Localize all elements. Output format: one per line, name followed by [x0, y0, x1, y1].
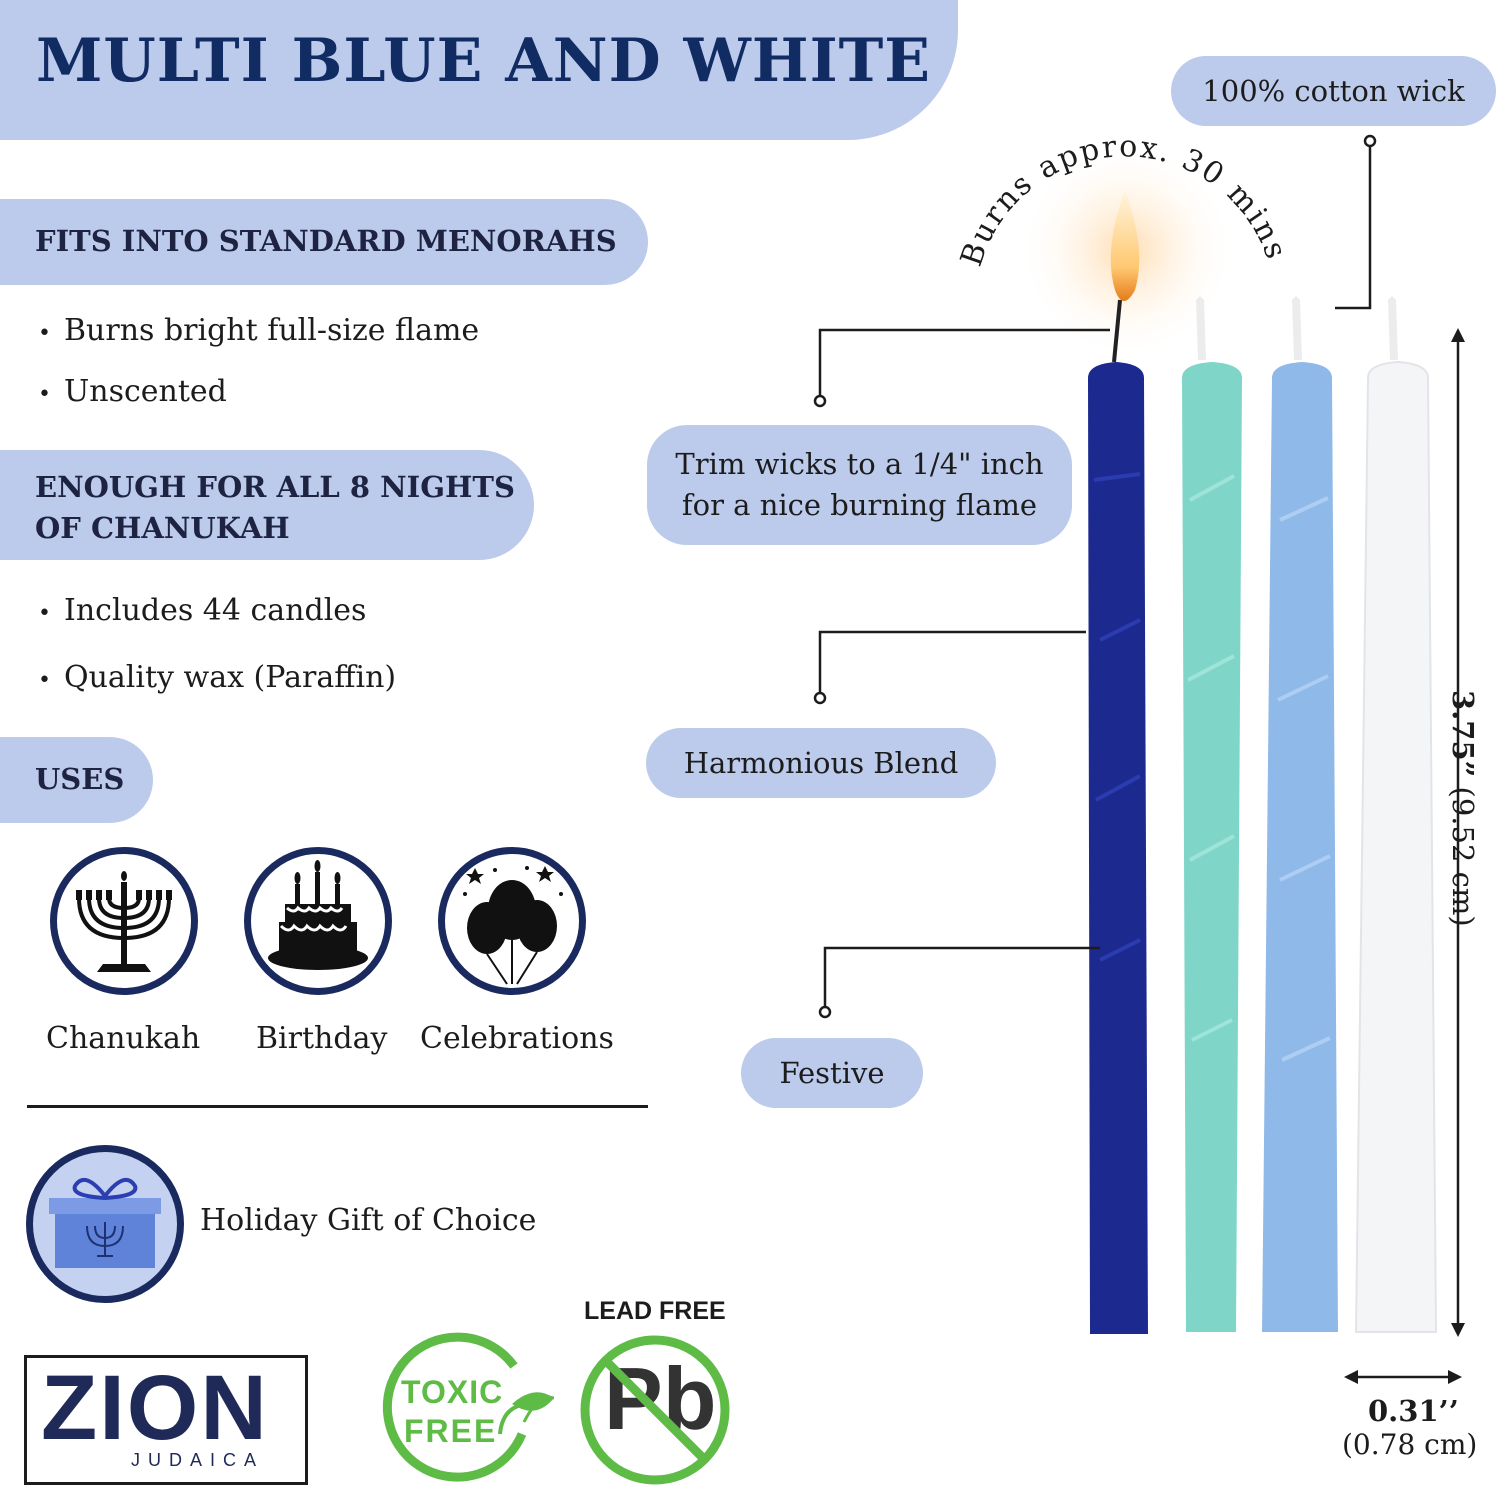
- fits-heading: FITS INTO STANDARD MENORAHS: [35, 224, 617, 258]
- burn-time-label: Burns approx. 30 mins: [954, 129, 1292, 270]
- use-label-chanukah: Chanukah: [46, 1021, 201, 1056]
- callout-blend: Harmonious Blend: [646, 728, 996, 798]
- height-sub: (9.52 cm): [1446, 786, 1480, 927]
- svg-text:Burns approx. 30 mins: Burns approx. 30 mins: [954, 129, 1294, 270]
- bullet-item: •Quality wax (Paraffin): [38, 660, 397, 695]
- width-sub: (0.78 cm): [1342, 1428, 1478, 1461]
- bullet-item: •Unscented: [38, 374, 227, 409]
- height-dimension: 3.75” (9.52 cm): [1446, 690, 1480, 927]
- use-label-celebrations: Celebrations: [420, 1021, 614, 1056]
- toxic-free-badge: TOXIC FREE: [374, 1330, 554, 1486]
- page-title: MULTI BLUE AND WHITE: [36, 26, 932, 96]
- lead-free-label: LEAD FREE: [584, 1297, 726, 1325]
- lead-symbol: Pb: [604, 1349, 717, 1448]
- menorah-icon: [50, 847, 198, 995]
- toxic-line2: FREE: [404, 1413, 498, 1449]
- callout-trim-line1: Trim wicks to a 1/4" inch: [675, 447, 1044, 482]
- use-label-birthday: Birthday: [256, 1021, 388, 1056]
- callout-wick: 100% cotton wick: [1171, 56, 1496, 126]
- gift-box-icon: [26, 1145, 184, 1303]
- callout-festive: Festive: [741, 1038, 923, 1108]
- height-main: 3.75”: [1446, 690, 1480, 778]
- gift-label: Holiday Gift of Choice: [200, 1203, 537, 1238]
- fits-heading-pill: [0, 199, 648, 285]
- brand-logo: ZION JUDAICA: [24, 1355, 308, 1485]
- enough-heading-line2: OF CHANUKAH: [35, 511, 290, 545]
- enough-heading-pill: [0, 450, 534, 560]
- width-main: 0.31’’: [1368, 1394, 1459, 1428]
- brand-main: ZION: [41, 1357, 269, 1459]
- enough-heading-line1: ENOUGH FOR ALL 8 NIGHTS: [35, 470, 515, 504]
- brand-sub: JUDAICA: [131, 1450, 265, 1470]
- balloons-icon: [438, 847, 586, 995]
- flame-icon: [1110, 190, 1140, 301]
- bullet-item: •Burns bright full-size flame: [38, 313, 480, 348]
- lead-free-badge: Pb: [578, 1333, 732, 1487]
- toxic-line1: TOXIC: [401, 1374, 504, 1410]
- bullet-item: •Includes 44 candles: [38, 593, 367, 628]
- callout-trim: Trim wicks to a 1/4" inch for a nice bur…: [647, 425, 1072, 545]
- uses-heading-pill: [0, 737, 153, 823]
- callout-trim-line2: for a nice burning flame: [681, 488, 1038, 522]
- uses-heading: USES: [35, 762, 125, 796]
- divider: [27, 1105, 648, 1108]
- birthday-cake-icon: [244, 847, 392, 995]
- title-banner: [0, 0, 958, 140]
